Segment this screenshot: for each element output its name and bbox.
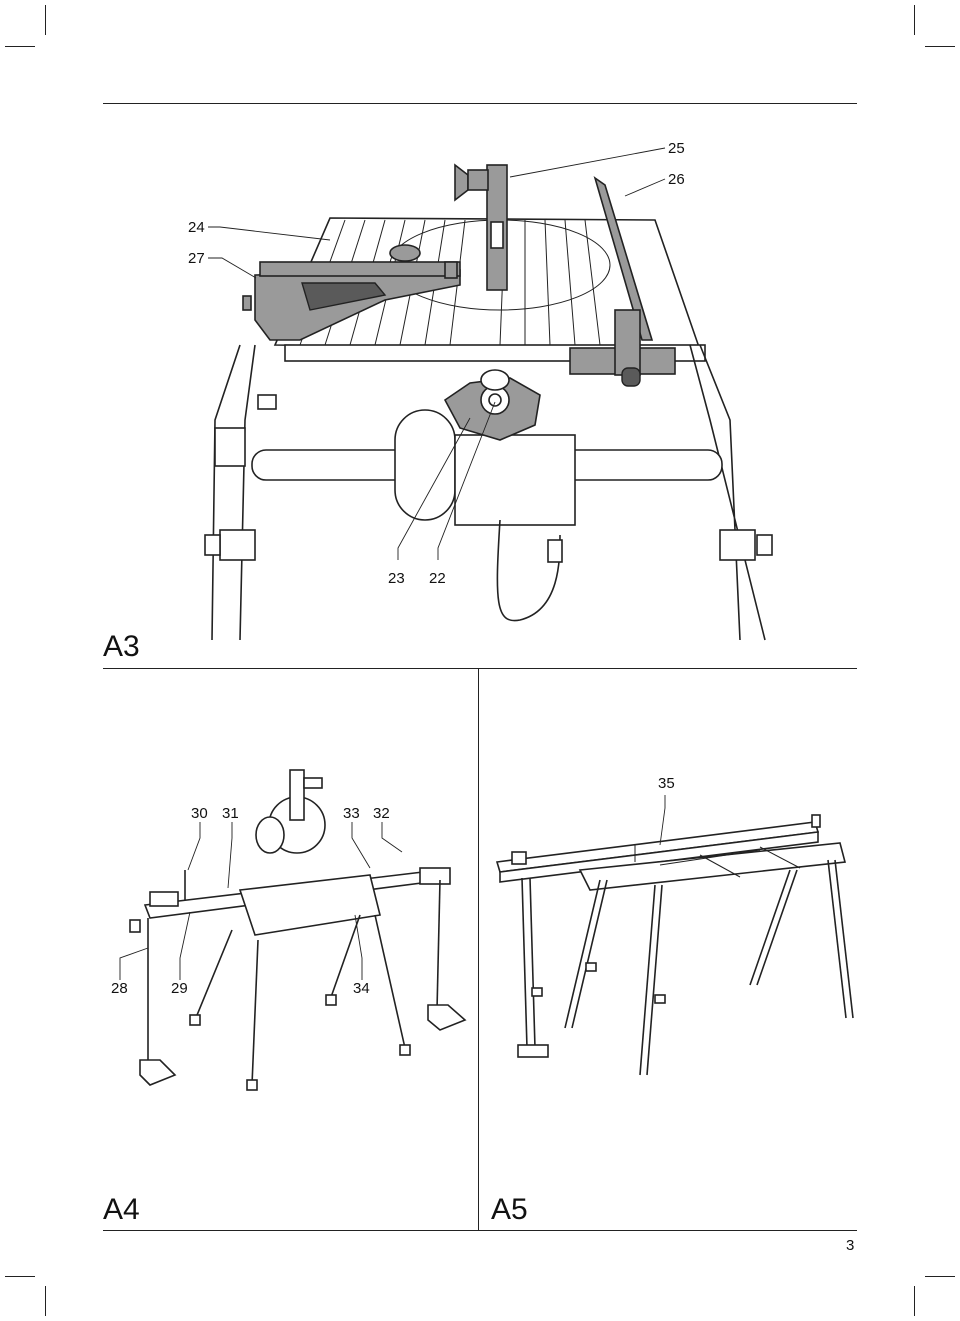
- a4-a5-divider: [478, 668, 479, 1231]
- callout-25: 25: [668, 140, 685, 157]
- callout-29: 29: [171, 980, 188, 997]
- crop-mark: [914, 1286, 915, 1316]
- page-number: 3: [846, 1237, 855, 1254]
- callout-28: 28: [111, 980, 128, 997]
- callout-26: 26: [668, 171, 685, 188]
- crop-mark: [45, 1286, 46, 1316]
- callout-23: 23: [388, 570, 405, 587]
- crop-mark: [914, 5, 915, 35]
- callout-24: 24: [188, 219, 205, 236]
- callout-33: 33: [343, 805, 360, 822]
- callout-27: 27: [188, 250, 205, 267]
- callout-22: 22: [429, 570, 446, 587]
- callout-35: 35: [658, 775, 675, 792]
- crop-mark: [5, 46, 35, 47]
- a3-bottom-rule: [103, 668, 857, 669]
- crop-mark: [45, 5, 46, 35]
- crop-mark: [925, 1276, 955, 1277]
- figure-label-a4: A4: [103, 1193, 140, 1226]
- crop-mark: [5, 1276, 35, 1277]
- callout-32: 32: [373, 805, 390, 822]
- crop-mark: [925, 46, 955, 47]
- callout-30: 30: [191, 805, 208, 822]
- top-rule: [103, 103, 857, 104]
- callout-31: 31: [222, 805, 239, 822]
- figure-label-a5: A5: [491, 1193, 528, 1226]
- callout-34: 34: [353, 980, 370, 997]
- figure-label-a3: A3: [103, 630, 140, 663]
- a4-a5-bottom-rule: [103, 1230, 857, 1231]
